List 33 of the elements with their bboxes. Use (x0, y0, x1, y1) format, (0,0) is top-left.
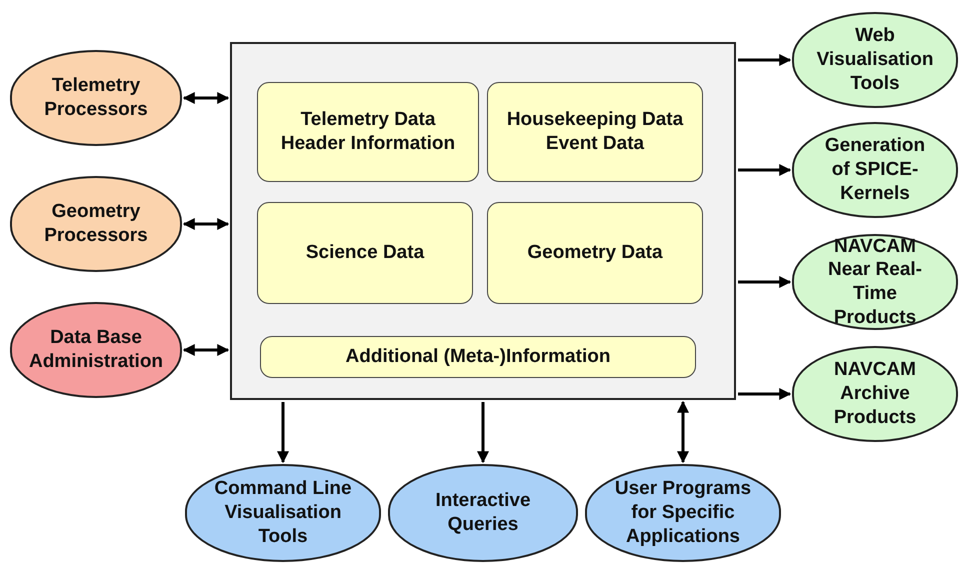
arrow (738, 276, 792, 288)
node-label: Housekeeping Data (506, 108, 684, 132)
node-label: Geometry Data (527, 241, 663, 265)
arrow (182, 344, 230, 356)
arrow (738, 164, 792, 176)
node-label: Command Line Visualisation Tools (213, 477, 353, 549)
arrow (182, 92, 230, 104)
node-label: Science Data (306, 241, 424, 265)
data-box (257, 82, 479, 182)
arrow (677, 400, 689, 464)
node-label: Geometry Processors (43, 200, 149, 248)
arrow (477, 402, 489, 464)
arrow (182, 218, 230, 230)
data-box (257, 202, 473, 304)
node-label: Telemetry Data (300, 108, 436, 132)
arrow (277, 402, 289, 464)
data-box (487, 82, 703, 182)
data-box (260, 336, 696, 378)
node-label: NAVCAM Archive Products (832, 358, 918, 430)
node-label: NAVCAM Near Real-Time Products (827, 234, 923, 330)
node-label: Generation of SPICE-Kernels (824, 134, 926, 206)
node-label: Interactive Queries (434, 489, 532, 537)
data-box (487, 202, 703, 304)
panel-background (230, 42, 736, 400)
arrow (738, 54, 792, 66)
node-label: Header Information (280, 132, 456, 156)
node-label: Additional (Meta-)Information (346, 345, 610, 369)
node-label: Event Data (546, 132, 644, 156)
arrow (738, 388, 792, 400)
node-label: Web Visualisation Tools (816, 24, 934, 96)
node-label: Data Base Administration (28, 326, 164, 374)
node-label: User Programs for Specific Applications (614, 477, 752, 549)
node-label: Telemetry Processors (43, 74, 149, 122)
